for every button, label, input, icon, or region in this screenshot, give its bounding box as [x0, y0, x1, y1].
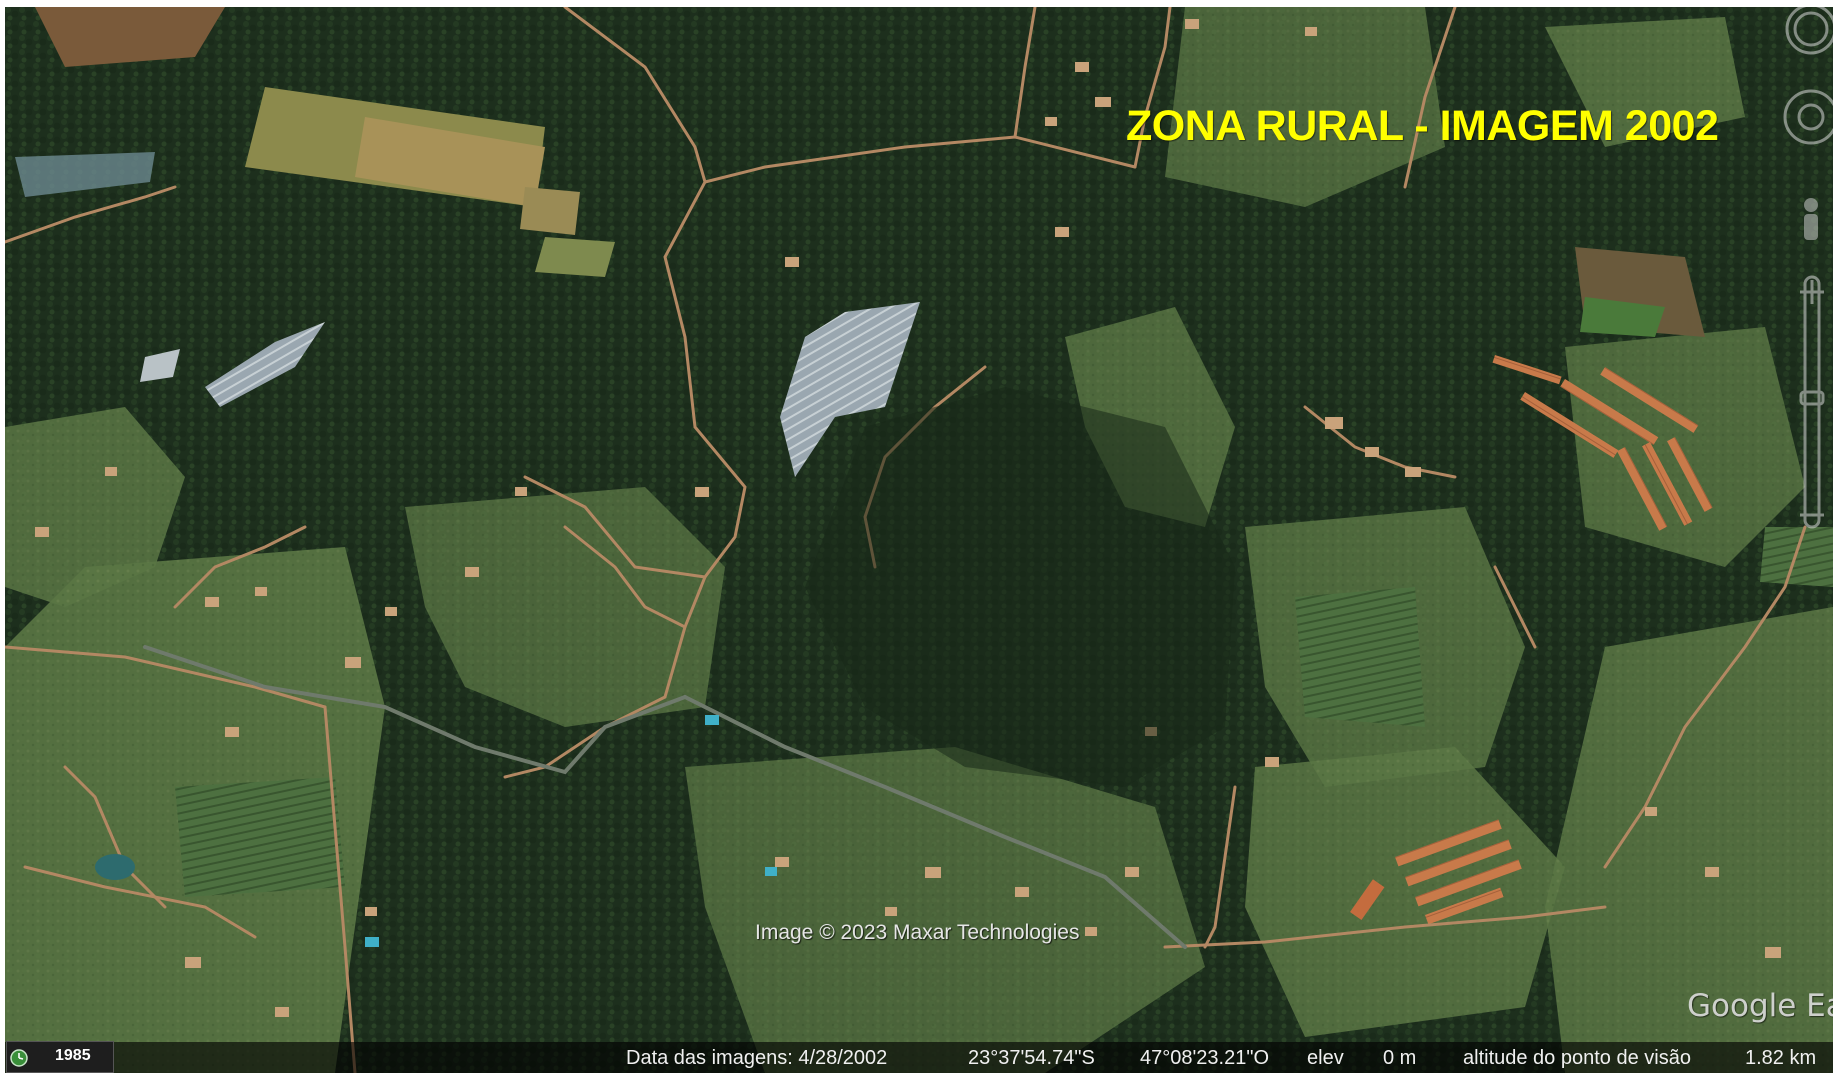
compass-ring-icon[interactable]: [1785, 7, 1833, 55]
dense-forest: [805, 387, 1235, 787]
eye-altitude-value: 1.82 km: [1745, 1047, 1817, 1069]
street-view-pegman-icon[interactable]: [1804, 198, 1818, 240]
imagery-date: Data das imagens: 4/28/2002: [626, 1047, 888, 1069]
historical-imagery-button[interactable]: 1985: [6, 1041, 114, 1073]
longitude-readout: 47°08'23.21"O: [1140, 1047, 1270, 1069]
latitude-readout: 23°37'54.74"S: [968, 1047, 1095, 1069]
look-joystick-icon[interactable]: [1783, 89, 1833, 145]
elevation-label: elev: [1307, 1047, 1344, 1069]
google-earth-logo: Google Ea: [1687, 988, 1833, 1024]
zoom-slider-icon[interactable]: [1799, 275, 1825, 529]
farm-barns: [1350, 355, 1713, 925]
satellite-imagery[interactable]: [5, 7, 1833, 1073]
elevation-value: 0 m: [1383, 1047, 1417, 1069]
houses: [35, 19, 1781, 1017]
overlay-title: ZONA RURAL - IMAGEM 2002: [1126, 102, 1719, 150]
imagery-attribution: Image © 2023 Maxar Technologies: [755, 921, 1080, 944]
greenhouses: [15, 152, 920, 477]
eye-altitude-label: altitude do ponto de visão: [1463, 1047, 1691, 1069]
navigation-controls[interactable]: [1745, 7, 1833, 547]
map-viewport[interactable]: ZONA RURAL - IMAGEM 2002 Image © 2023 Ma…: [5, 7, 1833, 1073]
historical-imagery-year: 1985: [55, 1047, 91, 1064]
historical-imagery-clock-icon: [10, 1049, 28, 1067]
crop-fields: [35, 7, 1833, 897]
water-bodies: [95, 715, 777, 947]
paved-road: [143, 645, 1187, 949]
status-bar: Data das imagens: 4/28/2002 23°37'54.74"…: [5, 1042, 1833, 1073]
